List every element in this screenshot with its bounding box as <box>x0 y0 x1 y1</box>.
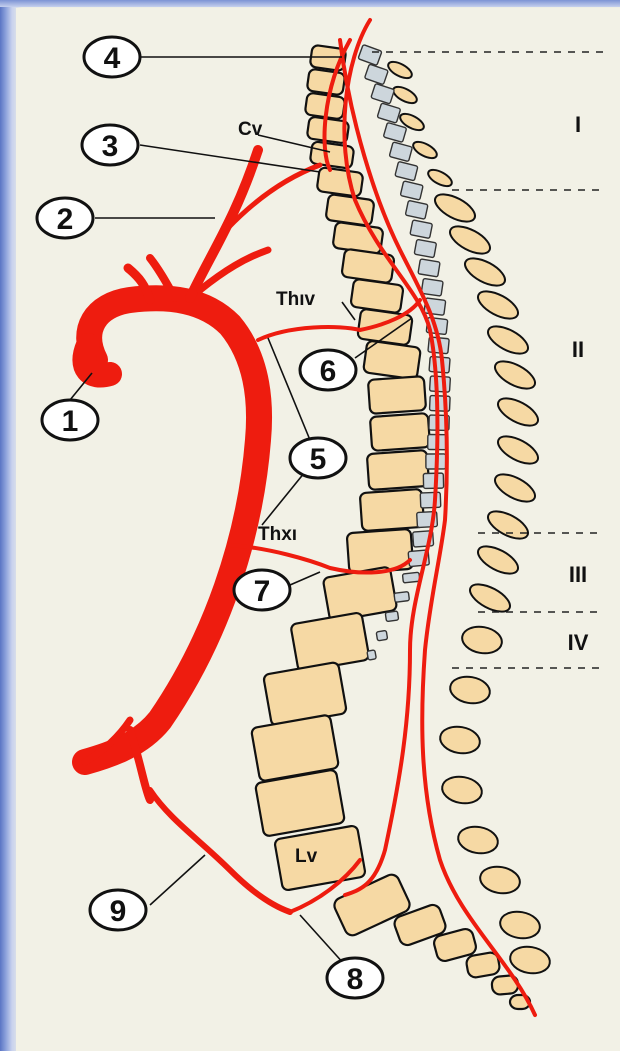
spinous-process-6 <box>431 189 479 227</box>
level-label-ii: II <box>572 337 584 362</box>
cord-segment-29 <box>394 592 409 603</box>
vertebral-body-20 <box>263 662 347 726</box>
marker-3-label: 3 <box>102 130 119 163</box>
spinous-process-4 <box>411 139 440 162</box>
cord-segment-5 <box>383 122 406 142</box>
marker-8-label: 8 <box>347 963 364 996</box>
leader-3 <box>140 145 320 172</box>
cord-segment-23 <box>423 473 443 488</box>
leader-5b <box>262 472 305 525</box>
cord-segment-10 <box>410 220 433 239</box>
marker-9-label: 9 <box>110 895 127 928</box>
marker-9: 9 <box>90 890 146 930</box>
level-label-i: I <box>575 112 581 137</box>
spinous-process-10 <box>484 321 532 359</box>
cord-segment-30 <box>385 611 398 622</box>
marker-6-label: 6 <box>320 355 337 388</box>
vertebral-body-2 <box>307 69 346 96</box>
spinous-process-15 <box>484 506 532 544</box>
leader-8 <box>300 915 345 965</box>
spinous-process-13 <box>494 431 542 469</box>
level-label-iii: III <box>569 562 587 587</box>
spinous-process-14 <box>491 469 539 507</box>
marker-2-label: 2 <box>57 203 74 236</box>
spinous-process-1 <box>386 59 415 82</box>
leader-7 <box>290 572 320 585</box>
vertebral-body-13 <box>368 376 426 414</box>
spinous-process-7 <box>446 221 494 259</box>
marker-5: 5 <box>290 438 346 478</box>
marker-5-label: 5 <box>310 443 327 476</box>
cord-segment-24 <box>420 492 441 508</box>
label-lv: Lv <box>295 846 318 867</box>
cord-segment-13 <box>421 278 443 296</box>
spinous-process-21 <box>440 774 484 807</box>
spinous-process-20 <box>438 724 482 757</box>
label-cv: Cv <box>238 119 263 140</box>
vertebral-body-10 <box>350 279 403 314</box>
marker-7: 7 <box>234 570 290 610</box>
spinous-process-2 <box>391 84 420 107</box>
marker-8: 8 <box>327 958 383 998</box>
vertebral-body-15 <box>367 450 429 490</box>
spinous-process-23 <box>478 864 522 897</box>
cord-segment-12 <box>418 259 440 277</box>
cord-segment-32 <box>367 650 376 660</box>
cord-segment-2 <box>364 64 388 85</box>
spinous-process-25 <box>508 944 552 977</box>
cord-segment-3 <box>371 83 395 103</box>
marker-4: 4 <box>84 37 140 77</box>
cord-segment-4 <box>377 103 401 123</box>
spinous-process-5 <box>426 167 455 190</box>
spinous-process-24 <box>498 909 542 942</box>
cord-segment-9 <box>405 200 428 219</box>
cord-segment-31 <box>376 630 387 640</box>
label-thxi: Thxı <box>258 524 297 545</box>
vertebral-body-14 <box>370 413 430 451</box>
cord-segment-18 <box>430 376 451 392</box>
marker-1: 1 <box>42 400 98 440</box>
level-label-iv: IV <box>568 630 589 655</box>
cord-segment-6 <box>389 142 412 162</box>
marker-3: 3 <box>82 125 138 165</box>
marker-6: 6 <box>300 350 356 390</box>
marker-7-label: 7 <box>254 575 271 608</box>
spinous-process-11 <box>491 356 539 394</box>
marker-1-label: 1 <box>62 405 79 438</box>
marker-4-label: 4 <box>104 42 121 75</box>
vertebral-body-23 <box>274 825 366 891</box>
marker-2: 2 <box>37 198 93 238</box>
cord-segment-1 <box>358 45 382 66</box>
leader-5a <box>268 338 310 440</box>
spinous-process-18 <box>460 624 504 657</box>
cord-segment-11 <box>414 239 436 257</box>
vertebral-body-6 <box>317 167 364 197</box>
vertebral-body-16 <box>360 489 424 531</box>
cord-segment-17 <box>429 356 450 373</box>
spinous-process-16 <box>474 541 522 579</box>
spinous-process-19 <box>448 674 492 707</box>
cord-segment-7 <box>395 161 418 180</box>
label-thiv: Thıv <box>276 289 315 310</box>
spinous-process-8 <box>461 253 509 291</box>
spinous-process-9 <box>474 286 522 324</box>
spinous-process-22 <box>456 824 500 857</box>
cord-segment-8 <box>400 181 423 200</box>
leader-9 <box>150 855 205 905</box>
cord-segment-28 <box>402 572 419 583</box>
spinous-process-12 <box>494 393 542 431</box>
